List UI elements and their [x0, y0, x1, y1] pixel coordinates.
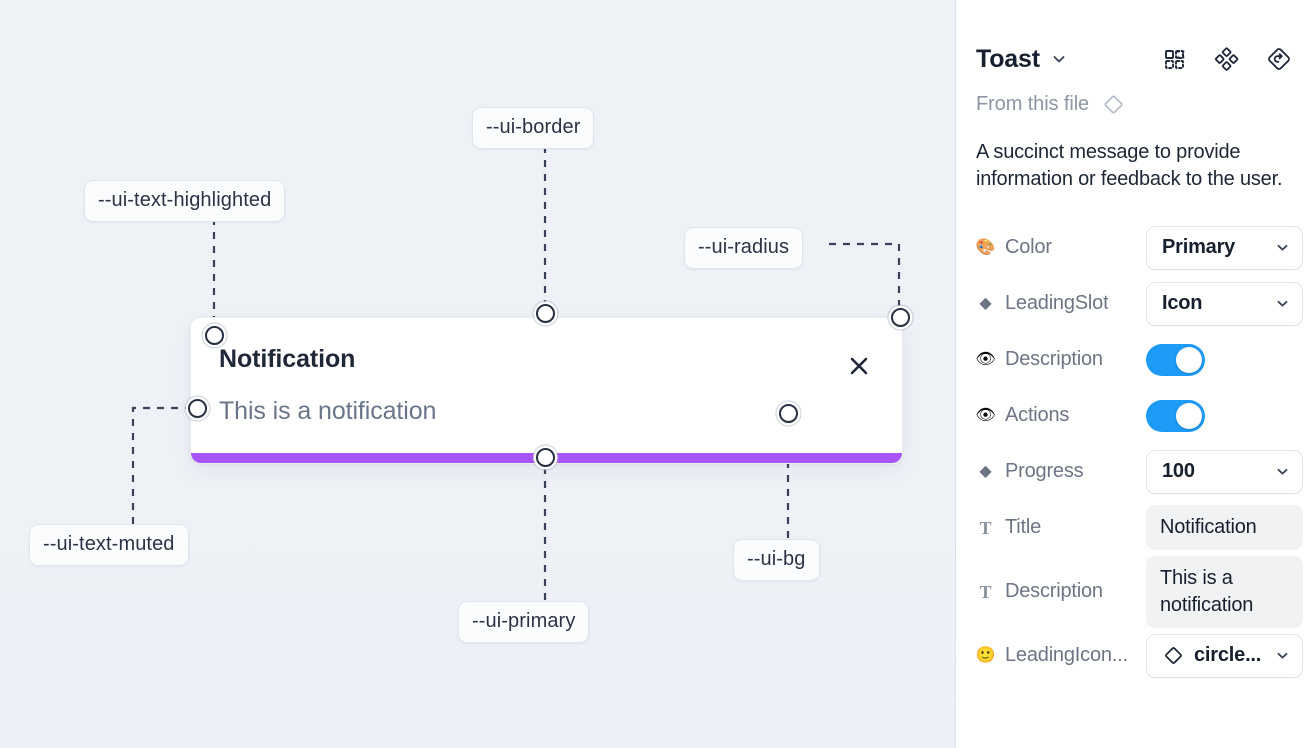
property-control-progress: 100	[1146, 449, 1303, 494]
property-control-actions-visible	[1146, 399, 1303, 432]
property-label-actions-visible: 👁 Actions	[976, 404, 1146, 427]
property-row-description-visible: 👁 Description	[976, 332, 1292, 388]
reset-instance-icon[interactable]	[1266, 46, 1292, 72]
text-icon: T	[979, 517, 992, 538]
leadingicon-select[interactable]: circle...	[1146, 633, 1303, 678]
token-label-ui-text-muted[interactable]: --ui-text-muted	[29, 524, 189, 566]
toast-component[interactable]: Notification This is a notification	[190, 317, 903, 464]
property-control-description-visible	[1146, 343, 1303, 376]
property-row-color: 🎨 Color Primary	[976, 220, 1303, 276]
diamond-icon: ◆	[979, 462, 992, 480]
token-label-ui-border[interactable]: --ui-border	[472, 107, 595, 149]
component-description: A succinct message to provide informatio…	[976, 141, 1283, 191]
design-canvas[interactable]: Notification This is a notification --ui…	[0, 0, 956, 748]
input-value: Notification	[1160, 516, 1257, 539]
property-row-title: T Title Notification	[976, 500, 1303, 556]
panel-header-actions	[1162, 46, 1292, 72]
component-diamond-icon	[1101, 92, 1126, 117]
property-label-title: T Title	[976, 516, 1146, 539]
toast-title: Notification	[219, 345, 356, 373]
property-row-leadingslot: ◆ LeadingSlot Icon	[976, 276, 1303, 332]
close-icon[interactable]	[844, 351, 874, 381]
component-set-icon[interactable]	[1162, 47, 1187, 72]
input-value: This is a notification	[1160, 566, 1254, 616]
property-name: LeadingIcon...	[1005, 644, 1128, 667]
toast-description: This is a notification	[219, 397, 437, 425]
anchor-ui-primary[interactable]	[535, 447, 555, 467]
property-name: Actions	[1005, 404, 1070, 427]
text-icon: T	[979, 581, 992, 602]
property-label-leadingicon: 🙂 LeadingIcon...	[976, 644, 1146, 667]
eye-icon: 👁	[976, 406, 996, 424]
emoji-icon: 🙂	[976, 646, 996, 664]
property-row-progress: ◆ Progress 100	[976, 444, 1303, 500]
anchor-ui-radius[interactable]	[890, 307, 910, 327]
color-select[interactable]: Primary	[1146, 225, 1303, 270]
property-list: 🎨 Color Primary ◆ LeadingSlot	[976, 220, 1303, 684]
property-label-description-visible: 👁 Description	[976, 348, 1146, 371]
anchor-ui-border[interactable]	[535, 303, 555, 323]
token-label-ui-bg[interactable]: --ui-bg	[733, 539, 820, 581]
page-title: Toast	[976, 44, 1040, 73]
properties-panel: Toast	[956, 0, 1312, 748]
anchor-ui-text-muted[interactable]	[187, 398, 207, 418]
palette-icon: 🎨	[976, 238, 996, 256]
leadingslot-select[interactable]: Icon	[1146, 281, 1303, 326]
select-value: Primary	[1162, 236, 1236, 259]
chevron-down-icon	[1267, 648, 1290, 663]
property-control-leadingicon: circle...	[1146, 633, 1303, 678]
description-input[interactable]: This is a notification	[1146, 555, 1303, 628]
property-name: Description	[1005, 348, 1103, 371]
anchor-ui-bg[interactable]	[778, 403, 798, 423]
property-control-color: Primary	[1146, 225, 1303, 270]
token-label-ui-primary[interactable]: --ui-primary	[458, 601, 590, 643]
from-this-file-label: From this file	[976, 93, 1090, 115]
property-name: Description	[1005, 580, 1103, 603]
select-value: Icon	[1162, 292, 1203, 315]
property-name: Title	[1005, 516, 1042, 539]
eye-icon: 👁	[976, 350, 996, 368]
property-control-leadingslot: Icon	[1146, 281, 1303, 326]
from-this-file-row[interactable]: From this file	[976, 92, 1292, 117]
variants-icon[interactable]	[1214, 47, 1239, 72]
chevron-down-icon	[1267, 464, 1290, 479]
description-toggle[interactable]	[1146, 343, 1205, 376]
panel-divider	[955, 0, 956, 748]
token-label-ui-text-highlighted[interactable]: --ui-text-highlighted	[84, 180, 286, 222]
chevron-down-icon[interactable]	[1051, 51, 1067, 67]
property-control-title: Notification	[1146, 505, 1303, 551]
property-name: Color	[1005, 236, 1052, 259]
progress-select[interactable]: 100	[1146, 449, 1303, 494]
property-name: Progress	[1005, 460, 1084, 483]
toggle-knob	[1176, 346, 1202, 373]
actions-toggle[interactable]	[1146, 399, 1205, 432]
chevron-down-icon	[1267, 296, 1290, 311]
anchor-ui-text-highlighted[interactable]	[204, 325, 224, 345]
property-label-leadingslot: ◆ LeadingSlot	[976, 292, 1146, 315]
property-row-leadingicon: 🙂 LeadingIcon... circle...	[976, 628, 1303, 684]
property-label-color: 🎨 Color	[976, 236, 1146, 259]
chevron-down-icon	[1267, 240, 1290, 255]
property-row-description-text: T Description This is a notification	[976, 555, 1303, 628]
component-diamond-icon	[1162, 644, 1185, 667]
property-label-description-text: T Description	[976, 580, 1146, 603]
title-input[interactable]: Notification	[1146, 505, 1303, 551]
property-row-actions-visible: 👁 Actions	[976, 388, 1292, 444]
property-control-description-text: This is a notification	[1146, 555, 1303, 628]
panel-header: Toast	[976, 28, 1292, 90]
token-label-ui-radius[interactable]: --ui-radius	[684, 227, 804, 269]
select-value: 100	[1162, 460, 1195, 483]
diamond-icon: ◆	[979, 294, 992, 312]
toggle-knob	[1176, 402, 1202, 429]
property-label-progress: ◆ Progress	[976, 460, 1146, 483]
select-value: circle...	[1194, 644, 1262, 667]
property-name: LeadingSlot	[1005, 292, 1109, 315]
